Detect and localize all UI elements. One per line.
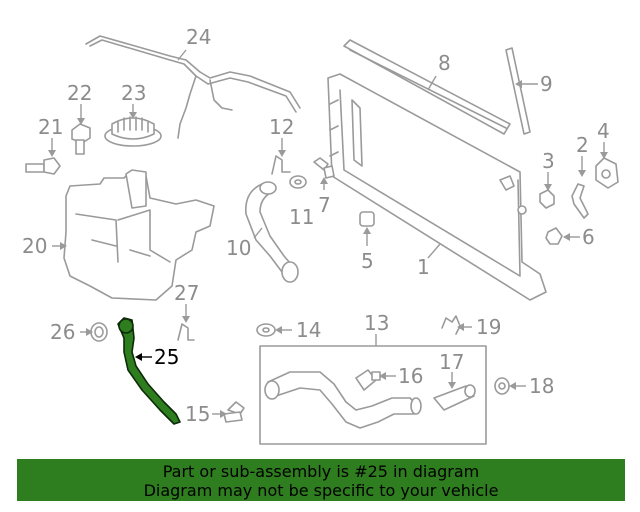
callout-14: 14 (296, 318, 321, 342)
callout-27: 27 (174, 281, 199, 305)
leader-25-arrow (135, 353, 142, 361)
leader-24 (177, 49, 187, 61)
callout-9: 9 (540, 72, 553, 96)
part-6-nut (545, 227, 563, 245)
callout-16: 16 (398, 364, 423, 388)
part-2-bracket (571, 183, 589, 219)
callout-13: 13 (364, 311, 389, 335)
callout-19: 19 (476, 315, 501, 339)
callout-10: 10 (226, 236, 251, 260)
info-banner: Part or sub-assembly is #25 in diagram D… (17, 459, 625, 501)
part-12-clip (271, 155, 291, 175)
callout-18: 18 (529, 374, 554, 398)
leader-8 (427, 75, 437, 91)
callout-21: 21 (38, 115, 63, 139)
parts-diagram: 24 22 23 21 20 8 9 12 4 2 3 7 11 10 6 5 … (22, 25, 619, 445)
part-18-washer (494, 377, 510, 395)
callout-4: 4 (597, 119, 610, 143)
callout-24: 24 (186, 25, 211, 49)
callout-23: 23 (121, 81, 146, 105)
callout-20: 20 (22, 234, 47, 258)
callout-12: 12 (269, 115, 294, 139)
callout-17: 17 (439, 350, 464, 374)
part-13-hose (264, 371, 422, 429)
part-20-reservoir (63, 169, 215, 301)
part-26-seal (90, 322, 108, 342)
banner-line-1: Part or sub-assembly is #25 in diagram (162, 462, 480, 481)
part-9-rod (505, 47, 531, 135)
part-16-sensor (355, 369, 381, 391)
callout-8: 8 (438, 51, 451, 75)
part-25-hose-highlighted (117, 317, 181, 425)
callout-1: 1 (417, 255, 430, 279)
part-3-bolt (539, 189, 555, 209)
part-24-tube (85, 35, 301, 139)
callout-11: 11 (289, 205, 314, 229)
banner-line-2: Diagram may not be specific to your vehi… (143, 481, 499, 500)
part-4-bushing (595, 157, 619, 189)
part-1-radiator (327, 73, 547, 301)
callout-7: 7 (318, 193, 331, 217)
callout-2: 2 (576, 133, 589, 157)
part-7-fitting (313, 157, 335, 179)
part-10-hose (245, 181, 299, 283)
callout-25: 25 (154, 345, 179, 369)
part-21-bolt (25, 157, 61, 175)
callout-15: 15 (185, 402, 210, 426)
part-19-clip (441, 315, 461, 335)
part-23-cap (104, 116, 162, 147)
callout-5: 5 (361, 249, 374, 273)
callout-22: 22 (67, 81, 92, 105)
part-5-grommet (359, 211, 375, 227)
part-27-clip (177, 323, 195, 341)
callout-26: 26 (50, 320, 75, 344)
callout-6: 6 (582, 225, 595, 249)
leader-1 (427, 243, 441, 259)
part-14-washer (256, 323, 276, 337)
part-15-small-hose (223, 401, 245, 423)
part-17-connector (433, 384, 476, 411)
callout-3: 3 (542, 149, 555, 173)
part-11-washer (289, 175, 307, 189)
part-22-bolt (71, 123, 91, 155)
part-13-assembly-box (259, 345, 487, 445)
leader-10 (253, 227, 263, 239)
